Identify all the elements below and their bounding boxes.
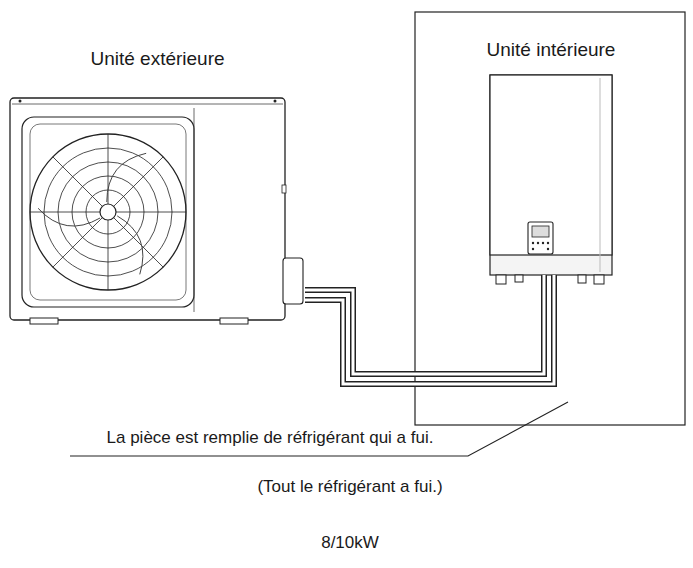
fan-blade xyxy=(107,153,146,202)
shade-line xyxy=(600,78,601,272)
grille-spoke xyxy=(116,212,186,213)
pipe-fittings xyxy=(496,275,604,284)
controller xyxy=(528,222,553,254)
indoor-unit: Unité intérieure xyxy=(490,75,612,275)
fan-grille xyxy=(30,134,186,290)
grille-spoke xyxy=(30,212,100,213)
indoor-casing xyxy=(490,75,612,275)
side-panel xyxy=(194,108,195,312)
unit-heading: Unité intérieure xyxy=(487,39,616,61)
fan-hub xyxy=(100,204,116,220)
room-outline xyxy=(415,12,685,425)
unit-heading: Unité extérieure xyxy=(90,48,224,70)
grille-spoke xyxy=(114,157,163,206)
refrigerant-pipe xyxy=(305,275,554,384)
pipe-inner xyxy=(305,275,554,384)
grille-spoke xyxy=(53,157,102,206)
grille-spoke xyxy=(53,218,102,267)
fan-frame xyxy=(22,117,194,307)
outdoor-casing xyxy=(10,98,285,320)
grille-spoke xyxy=(114,218,163,267)
controller-buttons xyxy=(532,242,549,250)
fan-blade xyxy=(117,216,143,274)
controller-screen xyxy=(532,226,549,237)
note-text: (Tout le réfrigérant a fui.) xyxy=(150,477,550,497)
valve-cover xyxy=(283,258,303,304)
screw xyxy=(19,100,22,103)
screw xyxy=(274,100,277,103)
outdoor-unit: Unité extérieure xyxy=(10,98,305,320)
grille-spoke xyxy=(108,220,109,290)
side-port xyxy=(282,185,286,193)
foot xyxy=(220,318,248,324)
capacity-label: 8/10kW xyxy=(250,533,450,553)
indoor-front xyxy=(490,75,612,255)
grille-ring xyxy=(30,134,186,290)
note-text: La pièce est remplie de réfrigérant qui … xyxy=(60,428,480,448)
fan-blade xyxy=(38,208,100,226)
casing-edge xyxy=(12,104,283,105)
pipe-outline xyxy=(305,275,554,384)
foot xyxy=(30,318,58,324)
fan-frame-inner xyxy=(30,124,186,300)
